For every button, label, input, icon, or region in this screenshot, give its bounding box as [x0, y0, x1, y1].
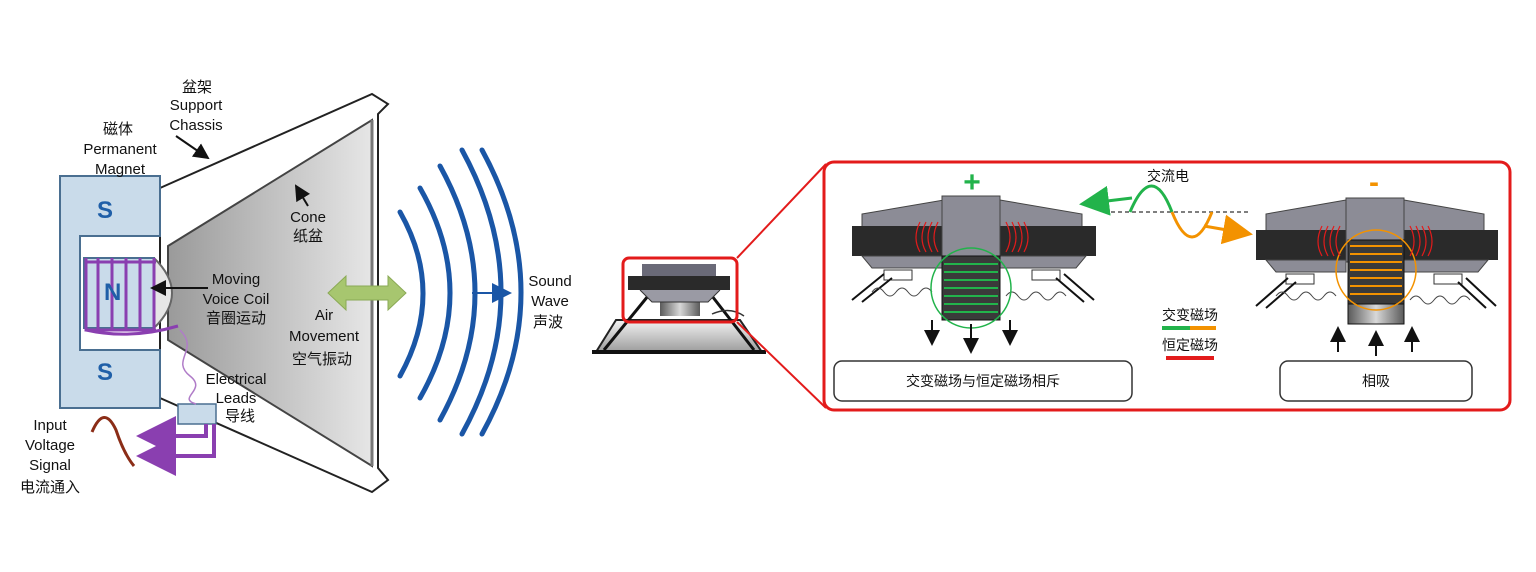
svg-text:Magnet: Magnet: [95, 161, 146, 178]
svg-text:盆架: 盆架: [182, 79, 212, 96]
zoom-connector-bottom: [736, 321, 827, 409]
input-signal-label: Input Voltage Signal 电流通入: [20, 417, 80, 496]
ac-signal: 交流电: [1079, 168, 1253, 245]
svg-text:声波: 声波: [533, 313, 563, 331]
svg-text:Moving: Moving: [212, 271, 260, 288]
pole-top-label: S: [97, 197, 113, 224]
air-movement-arrow: [327, 274, 407, 312]
svg-text:Wave: Wave: [531, 293, 569, 310]
sound-wave-label: Sound Wave 声波: [528, 273, 571, 331]
svg-text:恒定磁场: 恒定磁场: [1162, 337, 1218, 353]
svg-text:Air: Air: [315, 307, 333, 324]
svg-text:Movement: Movement: [289, 328, 360, 345]
svg-text:Signal: Signal: [29, 457, 71, 474]
chassis-label: 盆架 Support Chassis: [169, 79, 223, 134]
svg-text:空气振动: 空气振动: [292, 351, 352, 368]
field-legend: 交变磁场 恒定磁场: [1162, 307, 1218, 360]
minus-sign: -: [1369, 166, 1379, 199]
svg-text:Input: Input: [33, 417, 67, 434]
svg-text:交变磁场与恒定磁场相斥: 交变磁场与恒定磁场相斥: [906, 373, 1060, 389]
svg-text:音圈运动: 音圈运动: [206, 310, 266, 327]
svg-text:相吸: 相吸: [1362, 373, 1390, 389]
svg-text:Voice Coil: Voice Coil: [203, 291, 270, 308]
permanent-magnet: [59, 175, 161, 409]
repel-caption-box: 交变磁场与恒定磁场相斥: [833, 360, 1133, 402]
cone-label: Cone 纸盆: [290, 209, 326, 245]
svg-text:Sound: Sound: [528, 273, 571, 290]
svg-text:Electrical: Electrical: [206, 371, 267, 388]
svg-text:电流通入: 电流通入: [20, 479, 80, 496]
motor-repel: +: [851, 166, 1096, 354]
ac-label: 交流电: [1147, 168, 1189, 184]
svg-text:Cone: Cone: [290, 209, 326, 226]
svg-text:Leads: Leads: [216, 390, 257, 407]
svg-text:Chassis: Chassis: [169, 117, 222, 134]
pole-bottom-label: S: [97, 359, 113, 386]
motor-attract: -: [1255, 166, 1498, 356]
svg-text:Permanent: Permanent: [83, 141, 157, 158]
input-signal-wave: [90, 416, 136, 467]
svg-text:导线: 导线: [225, 408, 255, 425]
center-pole: [83, 257, 155, 329]
voice-coil-label: Moving Voice Coil 音圈运动: [203, 271, 270, 327]
svg-text:纸盆: 纸盆: [293, 228, 323, 245]
lead-terminal: [177, 403, 217, 425]
plus-sign: +: [963, 166, 981, 199]
svg-text:Support: Support: [170, 97, 223, 114]
svg-text:Voltage: Voltage: [25, 437, 75, 454]
pole-center-label: N: [104, 279, 121, 306]
detail-panel: +: [822, 160, 1512, 412]
lead-wire: [179, 329, 197, 405]
zoom-highlight-box: [621, 256, 739, 324]
attract-caption-box: 相吸: [1279, 360, 1473, 402]
voice-coil: [84, 258, 179, 336]
left-speaker-diagram: S N S 盆架 Support Chassis: [20, 79, 572, 496]
zoom-connector-top: [736, 163, 827, 259]
svg-text:磁体: 磁体: [103, 121, 133, 138]
air-movement-label: Air Movement 空气振动: [289, 307, 360, 368]
magnet-label: 磁体 Permanent Magnet: [83, 121, 157, 178]
electrical-leads-label: Electrical Leads 导线: [206, 371, 267, 425]
mini-speaker: [592, 163, 827, 409]
svg-text:交变磁场: 交变磁场: [1162, 307, 1218, 323]
